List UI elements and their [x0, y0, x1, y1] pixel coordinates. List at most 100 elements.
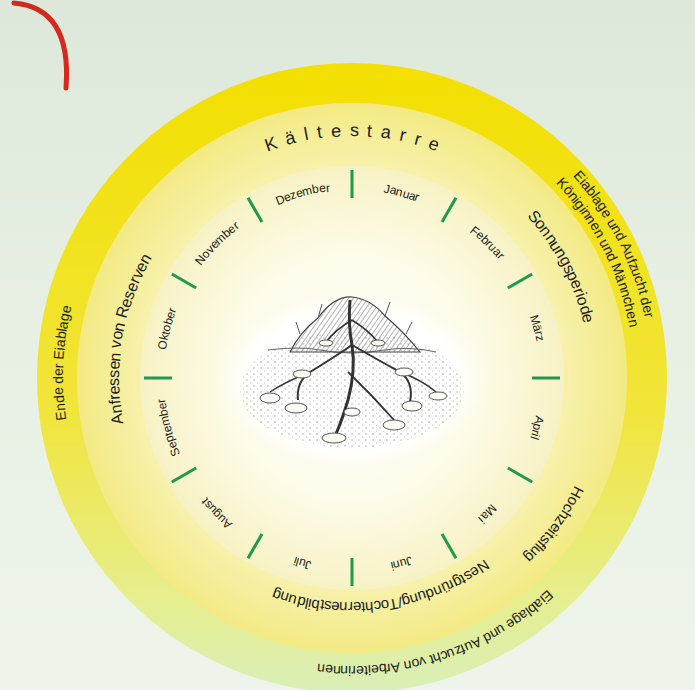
label-letter: M	[483, 503, 499, 519]
label-letter: l	[589, 190, 602, 201]
label-letter: b	[162, 316, 175, 326]
label-letter: k	[158, 333, 171, 341]
label-letter: i	[537, 594, 548, 607]
label-letter: ä	[531, 324, 544, 334]
label-letter: h	[365, 600, 374, 616]
label-letter: i	[390, 560, 395, 572]
label-letter: r	[166, 306, 179, 314]
label-letter: i	[577, 175, 590, 186]
label-letter: n	[107, 351, 124, 361]
label-letter	[501, 620, 512, 634]
label-letter: c	[632, 274, 648, 285]
label-letter: s	[323, 599, 332, 615]
label-letter: i	[367, 663, 371, 677]
label-letter: s	[120, 288, 138, 301]
label-letter: o	[160, 323, 173, 333]
label-letter: n	[432, 583, 445, 600]
label-letter: r	[495, 251, 507, 262]
label-letter: u	[401, 187, 411, 200]
label-letter: K	[555, 175, 572, 191]
label-letter: u	[215, 512, 228, 525]
label-letter: E	[53, 410, 68, 421]
label-letter: i	[477, 514, 487, 525]
label-letter: n	[601, 243, 617, 256]
label-letter: b	[157, 408, 170, 417]
ring-label: Ju l i	[140, 166, 564, 590]
label-letter: d	[51, 395, 66, 404]
label-letter: p	[531, 422, 544, 432]
ring-label: September	[140, 166, 564, 590]
label-letter: N	[475, 558, 492, 577]
outer-ring-shape	[37, 63, 667, 690]
label-letter: s	[349, 121, 358, 139]
month-tick	[351, 558, 354, 586]
label-letter: e	[331, 600, 340, 616]
label-letter: n	[278, 589, 290, 606]
ring-label: Anfressen von Reserven	[77, 103, 627, 653]
label-letter: e	[640, 304, 655, 315]
label-letter: l	[303, 596, 309, 611]
label-letter: d	[424, 586, 437, 603]
label-letter: S	[524, 208, 543, 227]
ring-label: November	[140, 166, 564, 590]
label-letter: m	[301, 184, 314, 198]
label-letter: b	[310, 597, 321, 613]
label-letter: n	[137, 251, 155, 267]
label-letter: e	[207, 238, 220, 251]
outer-ring: Eiablage und Aufzucht der Königinnen und…	[37, 63, 667, 690]
label-letter: h	[634, 281, 650, 293]
label-letter: t	[159, 329, 171, 335]
ring-label: Eiablage und Aufzucht von Arbeiterinnen	[37, 63, 667, 690]
label-letter: i	[571, 194, 584, 205]
label-letter: g	[451, 574, 465, 591]
month-disc-shape	[140, 166, 564, 590]
label-letter: r	[348, 600, 353, 615]
label-letter: J	[383, 183, 391, 196]
label-letter: f	[459, 642, 468, 656]
label-letter: e	[51, 387, 65, 395]
label-letter: t	[543, 529, 557, 542]
label-letter: v	[108, 339, 125, 349]
label-letter: e	[599, 206, 615, 220]
label-letter: n	[551, 246, 569, 262]
label-letter: a	[590, 193, 606, 208]
label-letter: r	[413, 191, 421, 204]
label-letter: i	[307, 596, 313, 611]
label-letter: H	[568, 485, 586, 501]
ring-label: Dezember	[140, 166, 564, 590]
month-tick	[144, 377, 172, 380]
label-letter: c	[561, 501, 578, 515]
label-letter: d	[638, 296, 654, 307]
ring-label: Kältestarre	[77, 103, 627, 653]
label-letter: a	[531, 596, 546, 612]
label-letter: o	[410, 656, 421, 671]
label-letter: a	[490, 246, 503, 259]
label-letter: u	[622, 249, 638, 262]
label-letter	[603, 212, 617, 223]
label-letter: F	[468, 224, 481, 238]
ring-label: Oktober	[140, 166, 564, 590]
label-letter: l	[302, 125, 309, 143]
label-letter: A	[109, 412, 127, 425]
label-letter: A	[533, 415, 546, 425]
label-letter: E	[540, 588, 556, 605]
label-letter: o	[574, 294, 592, 308]
label-letter: z	[627, 260, 643, 272]
label-letter: g	[57, 312, 72, 323]
label-letter: l	[533, 541, 546, 554]
label-letter: p	[564, 269, 582, 284]
label-letter: s	[201, 499, 214, 511]
ring-label: Eiablage und Aufzucht der Königinnen und…	[37, 63, 667, 690]
label-letter: e	[160, 424, 173, 434]
label-letter: e	[370, 663, 379, 678]
label-letter: d	[604, 250, 620, 263]
label-letter: r	[325, 181, 330, 193]
label-letter: i	[529, 432, 541, 438]
label-letter: t	[162, 430, 174, 437]
label-letter	[616, 237, 630, 247]
label-letter: R	[114, 305, 133, 321]
ring-label: Januar	[140, 166, 564, 590]
label-letter: n	[52, 402, 67, 411]
ring-label: Sonnungsperiode	[77, 103, 627, 653]
